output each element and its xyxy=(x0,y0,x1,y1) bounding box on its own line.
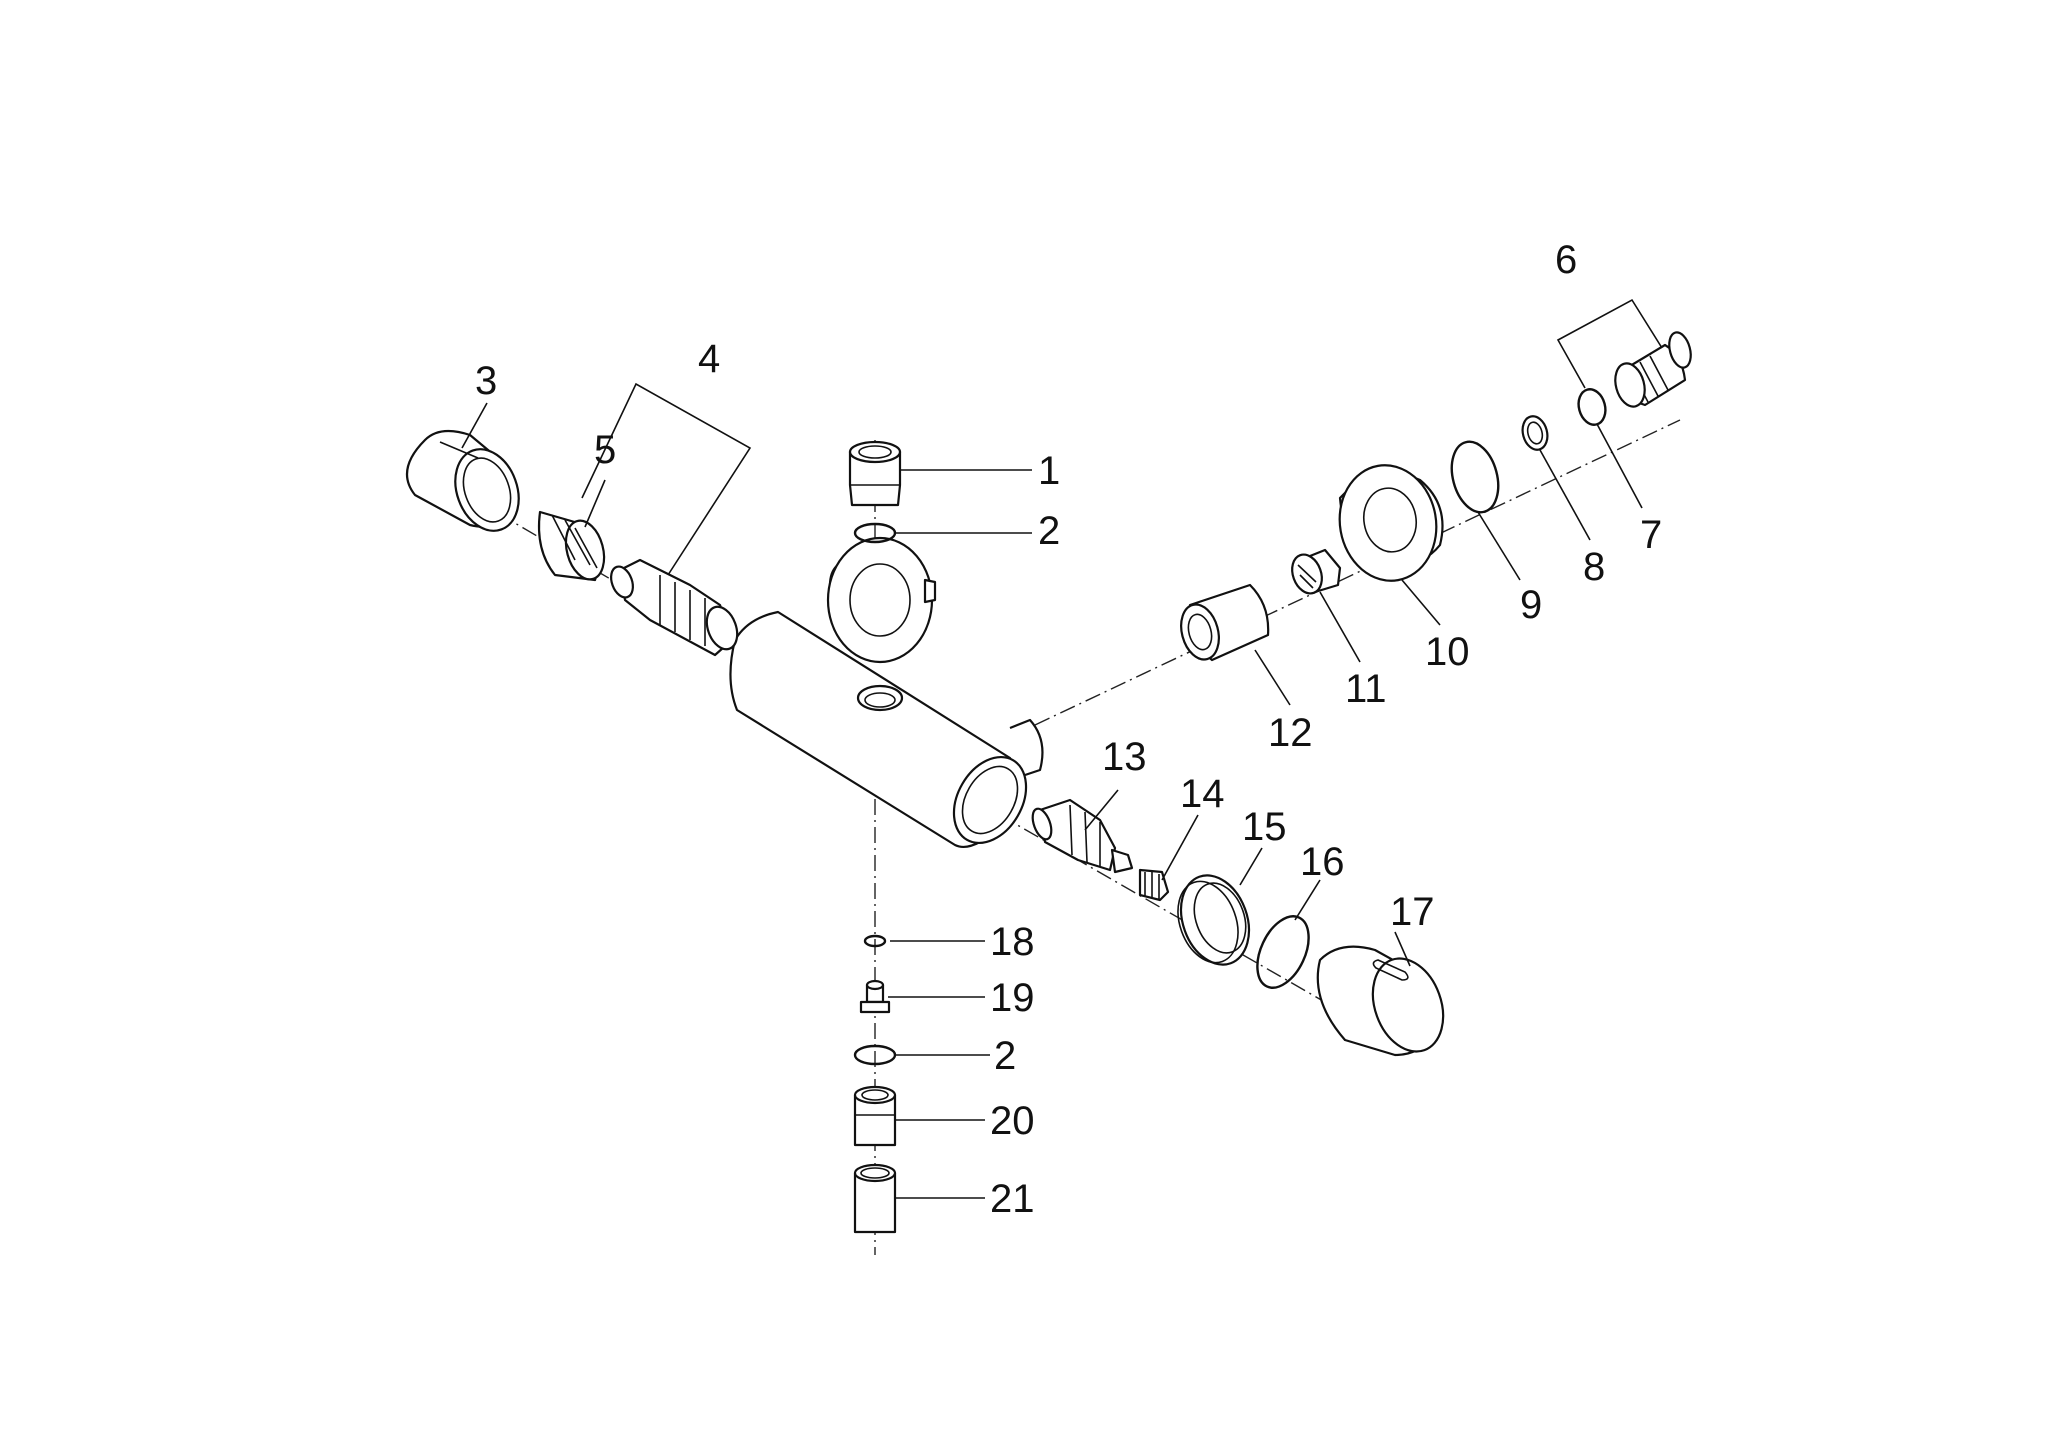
part-13-cartridge xyxy=(1031,798,1134,874)
label-part-4: 4 xyxy=(698,337,720,381)
part-19-nipple xyxy=(859,979,891,1014)
label-part-12: 12 xyxy=(1268,711,1313,755)
label-part-21: 21 xyxy=(990,1177,1035,1221)
label-part-11: 11 xyxy=(1345,667,1387,711)
label-part-2-lower: 2 xyxy=(994,1034,1016,1078)
label-part-9: 9 xyxy=(1520,583,1542,627)
part-6-s-union xyxy=(1614,331,1692,408)
label-part-2-upper: 2 xyxy=(1038,509,1060,553)
part-4-cartridge xyxy=(610,558,739,657)
label-part-3: 3 xyxy=(475,359,497,403)
part-14-adapter xyxy=(1138,868,1170,902)
label-part-17: 17 xyxy=(1390,890,1435,934)
part-1-nipple xyxy=(848,440,902,507)
label-part-8: 8 xyxy=(1583,545,1605,589)
part-12-sleeve xyxy=(1180,583,1270,662)
label-part-16: 16 xyxy=(1300,840,1345,884)
part-18-o-ring xyxy=(863,934,887,948)
label-part-18: 18 xyxy=(990,920,1035,964)
part-20-nipple xyxy=(853,1085,897,1147)
part-9-o-ring xyxy=(1450,440,1500,514)
part-10-rosette xyxy=(1338,464,1444,582)
label-part-15: 15 xyxy=(1242,805,1287,849)
label-part-14: 14 xyxy=(1180,772,1225,816)
label-part-20: 20 xyxy=(990,1099,1035,1143)
valve-body xyxy=(729,536,1044,849)
label-part-5: 5 xyxy=(594,428,616,472)
leader-lines xyxy=(461,298,1663,1199)
label-part-7: 7 xyxy=(1640,513,1662,557)
part-11-check-valve xyxy=(1291,548,1342,595)
label-part-1: 1 xyxy=(1038,449,1060,493)
part-number-labels: 1 2 3 4 5 6 7 8 9 10 11 12 13 14 15 16 1… xyxy=(475,238,1662,1221)
part-5-collar xyxy=(537,510,606,582)
part-3-left-handle xyxy=(405,429,520,532)
part-16-o-ring xyxy=(1256,915,1310,989)
label-part-19: 19 xyxy=(990,976,1035,1020)
label-part-6: 6 xyxy=(1555,238,1577,282)
part-17-right-handle xyxy=(1316,945,1445,1057)
part-21-sleeve xyxy=(853,1163,897,1234)
part-7-washer xyxy=(1577,388,1607,426)
part-15-threaded-ring xyxy=(1177,874,1251,966)
label-part-13: 13 xyxy=(1102,735,1147,779)
part-8-filter xyxy=(1521,415,1549,451)
label-part-10: 10 xyxy=(1425,630,1470,674)
